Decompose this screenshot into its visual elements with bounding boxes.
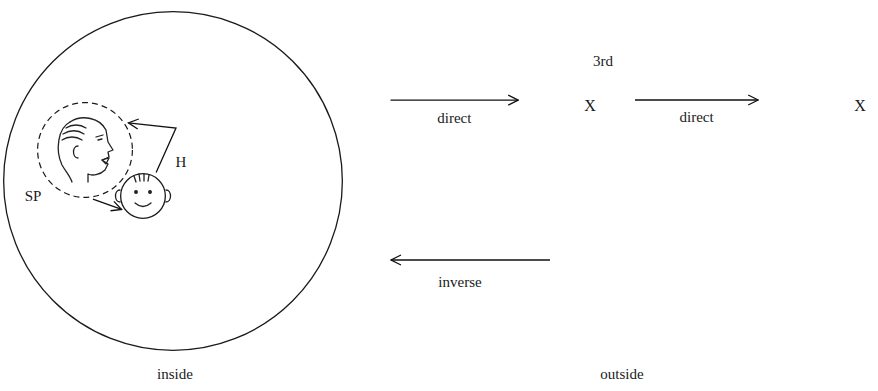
edge-label: direct bbox=[678, 109, 716, 126]
hearer-head: H bbox=[120, 173, 166, 219]
hearer-face bbox=[116, 174, 171, 207]
inverse-arrow bbox=[391, 259, 550, 260]
circle-outline bbox=[4, 12, 343, 351]
node-text: H bbox=[176, 154, 187, 171]
circle-outline bbox=[121, 174, 166, 219]
smile bbox=[135, 203, 151, 207]
node-text: inside bbox=[157, 366, 193, 383]
circle-outline bbox=[3, 11, 343, 351]
speaker-circle: SP bbox=[37, 102, 133, 198]
eye bbox=[96, 135, 103, 140]
circle-outline bbox=[37, 102, 133, 198]
node-text: X bbox=[584, 97, 596, 115]
edge-label: direct bbox=[435, 110, 473, 127]
flow-arrow bbox=[93, 199, 122, 209]
circle-outline bbox=[38, 103, 133, 198]
region-label: outside bbox=[600, 366, 643, 383]
outside-node: X bbox=[851, 94, 869, 118]
eye bbox=[149, 191, 152, 194]
arrow-label: inverse bbox=[438, 274, 481, 291]
eye bbox=[135, 191, 138, 194]
node-text: SP bbox=[25, 188, 42, 205]
speaker-face bbox=[58, 118, 113, 182]
node-text: 3rd bbox=[593, 53, 613, 70]
hair-line bbox=[63, 131, 84, 134]
hair-line bbox=[66, 125, 86, 128]
flow-arrow bbox=[635, 99, 758, 100]
ear bbox=[116, 190, 121, 202]
inside-region: insideSPH bbox=[3, 11, 343, 351]
circle-outline bbox=[120, 173, 166, 219]
open-mouth bbox=[102, 158, 109, 164]
face-profile bbox=[70, 118, 113, 182]
flow-arrow bbox=[391, 99, 519, 100]
ear bbox=[166, 190, 171, 202]
third-party-node: 3rdX bbox=[581, 50, 616, 118]
hair-line bbox=[62, 137, 82, 140]
node-text: X bbox=[854, 97, 866, 115]
flow-arrow bbox=[128, 123, 176, 173]
ear bbox=[74, 146, 79, 158]
